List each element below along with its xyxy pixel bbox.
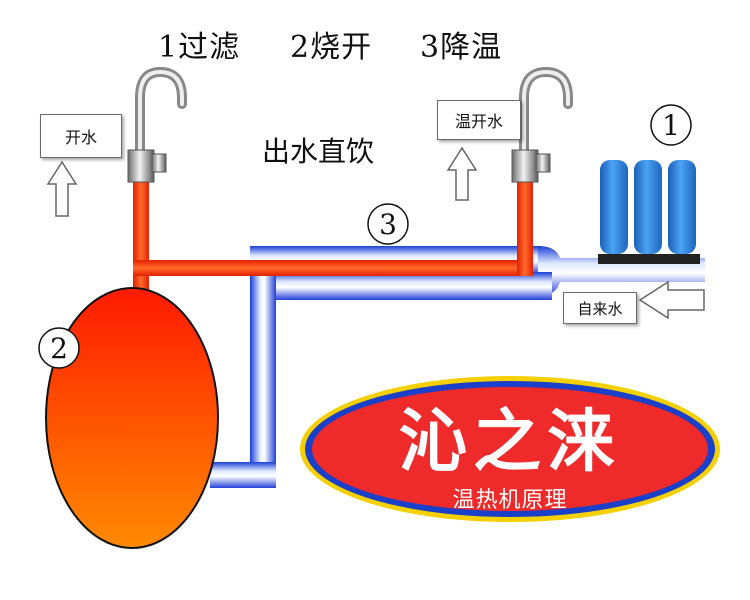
- heater-marker: 2: [50, 331, 68, 365]
- warm-water-label: 温开水: [437, 100, 521, 140]
- filter-marker: 1: [662, 108, 680, 142]
- boiling-water-label: 开水: [40, 114, 122, 158]
- boiler-tank: [45, 287, 219, 549]
- up-arrow-icon: [446, 146, 478, 201]
- brand-name: 沁之涞: [398, 403, 621, 482]
- tap-water-label: 自来水: [563, 292, 637, 324]
- step-cool-title: 3降温: [420, 30, 503, 65]
- cold-water-pipe: [210, 246, 705, 488]
- direct-drink-heading: 出水直饮: [262, 135, 375, 168]
- warm-water-faucet: [511, 66, 573, 183]
- brand-subtitle: 温热机原理: [452, 488, 568, 513]
- boiling-water-faucet: [127, 66, 187, 183]
- filter-cartridges: [598, 160, 700, 264]
- marker-ring-2: [38, 327, 80, 369]
- step-filter-title: 1过滤: [158, 30, 241, 65]
- hot-water-pipe: [133, 180, 533, 292]
- cooler-marker: 3: [379, 207, 397, 241]
- brand-badge: [300, 376, 720, 522]
- marker-ring-3: [367, 203, 409, 245]
- step-boil-title: 2烧开: [290, 30, 373, 65]
- left-arrow-icon: [638, 280, 705, 320]
- up-arrow-icon: [46, 160, 78, 217]
- marker-ring-1: [650, 104, 692, 146]
